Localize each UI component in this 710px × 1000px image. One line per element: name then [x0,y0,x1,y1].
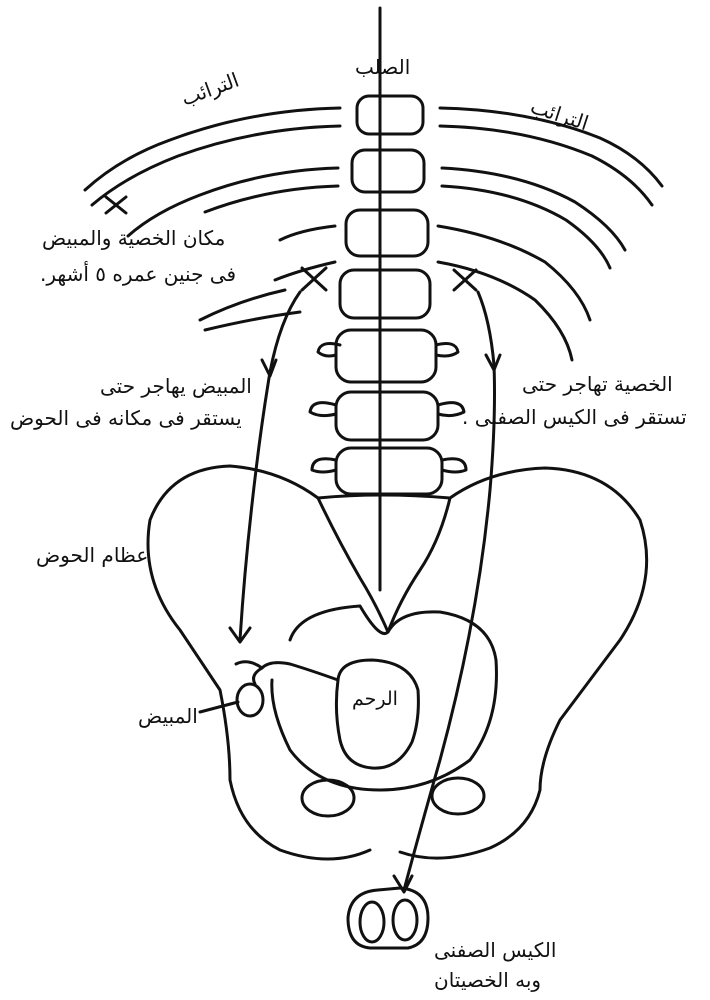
arrowhead-icon [262,360,276,376]
testis-right [393,900,417,940]
scrotum-label-line2: وبه الخصيتان [434,968,541,993]
ovary-migration-arrow [240,292,300,640]
origin-label-line2: فى جنين عمره ٥ أشهر. [40,262,236,287]
x-mark-icon [106,197,126,213]
vertebra [336,330,436,382]
vertebra-process [438,403,464,416]
vertebrae [310,96,466,494]
obturator-foramen-left [302,780,354,816]
fallopian-tube-fimbria [236,662,262,668]
pelvis-left-wing [148,466,370,859]
spine-label: الصلب [355,55,410,80]
obturator-foramen-right [432,778,484,814]
x-mark-icon [302,268,326,290]
testis-path-label-line2: تستقر فى الكيس الصفنى . [462,405,687,430]
uterus-label: الرحم [352,688,398,712]
ovary-path-label-line2: يستقر فى مكانه فى الحوض [10,406,242,431]
ovary-pointer-line [200,702,238,712]
vertebra [340,270,430,318]
ovary-shape [237,684,263,716]
ovary-label: المبيض [138,704,198,729]
uterus [336,660,418,768]
ribs-left [85,108,340,330]
vertebra-process [442,459,466,472]
x-mark-icon [454,270,476,290]
vertebra [346,210,428,256]
scrotum-label-line1: الكيس الصفنى [434,938,556,963]
vertebra [336,448,442,494]
ovary-path-label-line1: المبيض يهاجر حتى [100,374,252,399]
vertebra [357,96,423,134]
vertebra-process [436,344,458,356]
vertebra-process [310,403,336,416]
vertebra [352,150,424,192]
testis-path-label-line1: الخصية تهاجر حتى [522,372,673,397]
fallopian-tube [254,663,338,684]
testis-left [360,902,384,942]
vertebra [336,392,438,440]
vertebra-process [312,459,336,472]
origin-label-line1: مكان الخصية والمبيض [42,226,225,251]
pelvis-label: عظام الحوض [36,543,148,568]
ribs-right [438,108,662,360]
pelvis-right-wing [400,468,647,858]
